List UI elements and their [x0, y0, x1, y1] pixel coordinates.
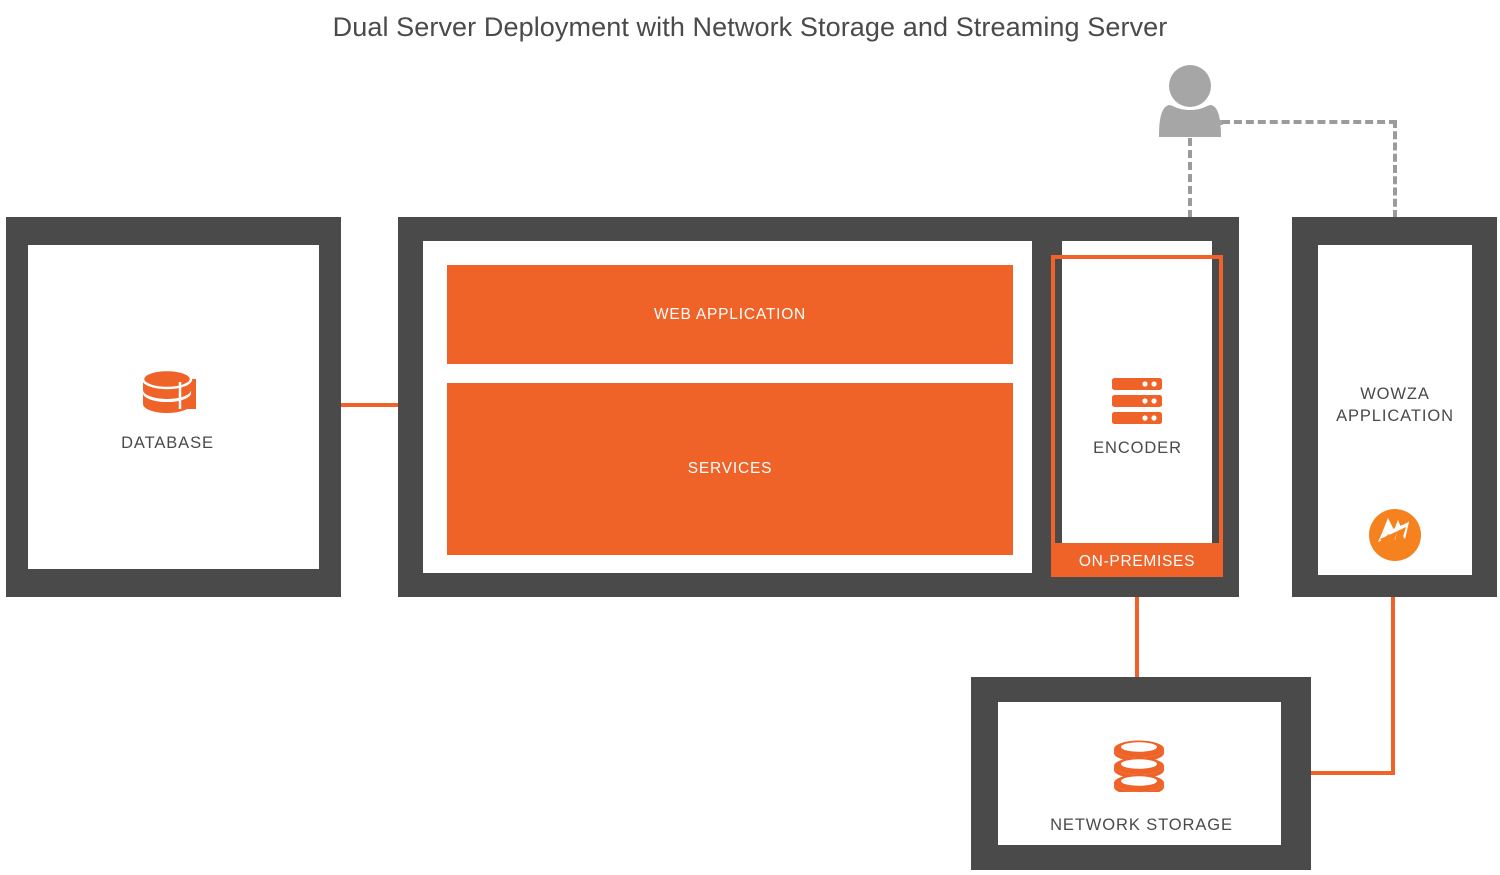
dashed-link-user-to-wowza-horizontal — [1222, 120, 1397, 124]
on-premises-label: ON-PREMISES — [1078, 552, 1196, 570]
database-cylinder-icon — [142, 366, 204, 418]
user-silhouette-icon — [1157, 65, 1223, 138]
connector-wowza-to-storage-horizontal — [1311, 771, 1395, 775]
wowza-label-line2: APPLICATION — [1336, 407, 1454, 426]
on-premises-badge: ON-PREMISES — [1051, 546, 1223, 577]
wowza-label-line1: WOWZA — [1360, 385, 1430, 403]
encoder-highlight-border — [1051, 255, 1223, 547]
web-application-label: WEB APPLICATION — [653, 305, 807, 323]
network-storage-label: NETWORK STORAGE — [1050, 816, 1233, 834]
connector-wowza-to-storage-vertical — [1391, 597, 1395, 773]
database-label: DATABASE — [121, 434, 214, 452]
server-rack-icon — [1112, 378, 1162, 424]
dashed-link-user-to-wowza-vertical — [1393, 120, 1397, 218]
web-application-panel[interactable]: WEB APPLICATION — [447, 265, 1013, 364]
page-title: Dual Server Deployment with Network Stor… — [332, 12, 1168, 42]
connector-database-to-app-server — [341, 403, 399, 407]
dashed-link-user-to-app-server — [1188, 138, 1192, 218]
disk-stack-icon — [1110, 740, 1168, 792]
connector-encoder-to-network-storage — [1135, 597, 1139, 681]
services-label: SERVICES — [687, 460, 773, 477]
services-panel[interactable]: SERVICES — [447, 383, 1013, 555]
wowza-application-label: WOWZA APPLICATION — [1310, 383, 1480, 428]
wowza-logo-icon — [1368, 508, 1422, 562]
encoder-label: ENCODER — [1093, 439, 1182, 457]
database-server-box[interactable] — [6, 217, 341, 597]
